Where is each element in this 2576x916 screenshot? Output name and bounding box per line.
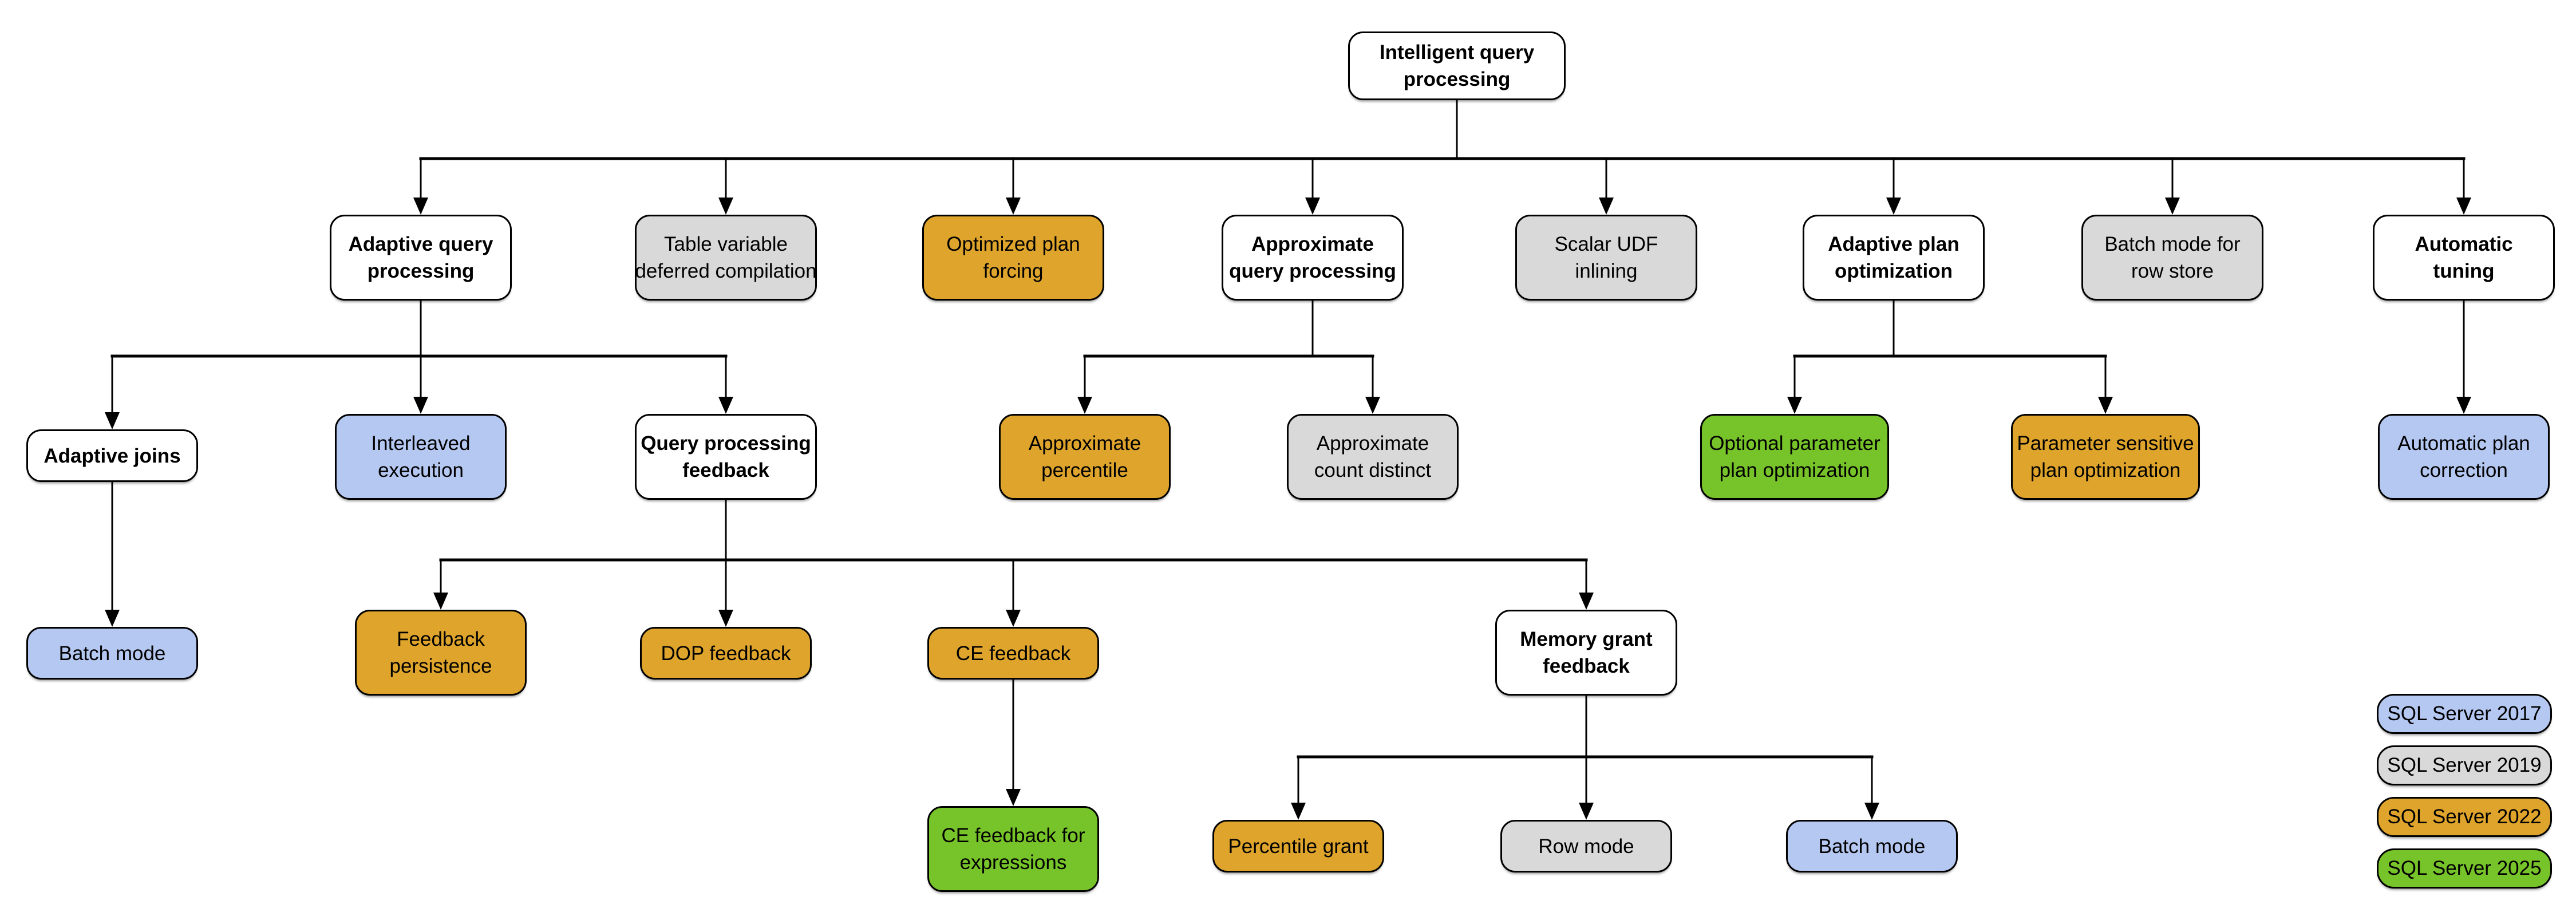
node-label-line: Adaptive query bbox=[348, 233, 493, 255]
node-label-line: Percentile grant bbox=[1228, 835, 1369, 858]
node-label-line: CE feedback bbox=[955, 642, 1071, 665]
node-label-line: Adaptive joins bbox=[44, 444, 181, 467]
node-label-line: Feedback bbox=[397, 628, 485, 650]
node-query-processing-feedback: Query processing feedback bbox=[635, 414, 817, 500]
node-interleaved-execution: Interleaved execution bbox=[335, 414, 507, 500]
node-label-line: plan optimization bbox=[2030, 459, 2181, 481]
node-table-variable-deferred-compilation: Table variable deferred compilation bbox=[635, 215, 817, 301]
node-dop-feedback: DOP feedback bbox=[640, 627, 812, 680]
node-label-line: Parameter sensitive bbox=[2017, 432, 2194, 455]
node-label-line: correction bbox=[2420, 459, 2508, 481]
node-feedback-persistence: Feedback persistence bbox=[355, 610, 527, 696]
node-label-line: Row mode bbox=[1538, 835, 1634, 858]
node-adaptive-plan-optimization: Adaptive plan optimization bbox=[1803, 215, 1985, 301]
node-batch-mode-for-row-store: Batch mode for row store bbox=[2081, 215, 2263, 301]
node-approximate-query-processing: Approximate query processing bbox=[1222, 215, 1404, 301]
node-label-line: execution bbox=[378, 459, 464, 481]
node-label-line: deferred compilation bbox=[635, 260, 817, 282]
legend-item-sql-server-2019: SQL Server 2019 bbox=[2377, 745, 2552, 785]
node-label-line: Intelligent query bbox=[1379, 41, 1535, 64]
node-memory-grant-feedback: Memory grant feedback bbox=[1495, 610, 1677, 696]
node-label-line: query processing bbox=[1229, 260, 1396, 282]
node-label-line: count distinct bbox=[1314, 459, 1432, 481]
node-label-line: feedback bbox=[1543, 655, 1630, 677]
node-label-line: DOP feedback bbox=[661, 642, 791, 665]
node-label-line: inlining bbox=[1575, 260, 1638, 282]
node-percentile-grant: Percentile grant bbox=[1212, 820, 1384, 872]
node-label-line: Interleaved bbox=[371, 432, 471, 455]
node-label-line: CE feedback for bbox=[941, 824, 1085, 847]
node-label-line: expressions bbox=[959, 851, 1067, 874]
node-label-line: optimization bbox=[1834, 260, 1953, 282]
node-automatic-plan-correction: Automatic plan correction bbox=[2378, 414, 2550, 500]
node-label-line: Optimized plan bbox=[946, 233, 1080, 255]
node-label-line: persistence bbox=[389, 655, 492, 677]
legend-item-sql-server-2025: SQL Server 2025 bbox=[2377, 848, 2552, 889]
node-label-line: Memory grant bbox=[1520, 628, 1653, 650]
node-label-line: Batch mode bbox=[1818, 835, 1926, 858]
node-intelligent-query-processing: Intelligent query processing bbox=[1348, 31, 1566, 100]
node-batch-mode-memory-grant: Batch mode bbox=[1786, 820, 1958, 872]
node-row-mode: Row mode bbox=[1500, 820, 1672, 872]
node-adaptive-joins: Adaptive joins bbox=[26, 429, 198, 482]
node-approximate-percentile: Approximate percentile bbox=[999, 414, 1171, 500]
node-label-line: tuning bbox=[2433, 260, 2495, 282]
node-approximate-count-distinct: Approximate count distinct bbox=[1287, 414, 1459, 500]
node-label-line: Scalar UDF bbox=[1554, 233, 1658, 255]
node-label-line: Approximate bbox=[1251, 233, 1374, 255]
node-label-line: Automatic plan bbox=[2397, 432, 2530, 455]
node-label-line: Batch mode bbox=[58, 642, 166, 665]
node-scalar-udf-inlining: Scalar UDF inlining bbox=[1515, 215, 1697, 301]
node-label-line: percentile bbox=[1041, 459, 1128, 481]
legend-item-sql-server-2017: SQL Server 2017 bbox=[2377, 694, 2552, 734]
node-label-line: Approximate bbox=[1028, 432, 1141, 455]
node-label-line: Optional parameter bbox=[1709, 432, 1880, 455]
node-automatic-tuning: Automatic tuning bbox=[2373, 215, 2555, 301]
node-label-line: Table variable bbox=[664, 233, 788, 255]
node-label-line: Adaptive plan bbox=[1828, 233, 1959, 255]
node-ce-feedback: CE feedback bbox=[927, 627, 1099, 680]
node-label-line: forcing bbox=[983, 260, 1044, 282]
node-ce-feedback-for-expressions: CE feedback for expressions bbox=[927, 806, 1099, 892]
node-label-line: feedback bbox=[682, 459, 769, 481]
node-label-line: processing bbox=[367, 260, 475, 282]
node-optional-parameter-plan-optimization: Optional parameter plan optimization bbox=[1700, 414, 1889, 500]
node-optimized-plan-forcing: Optimized plan forcing bbox=[922, 215, 1104, 301]
node-label-line: Batch mode for bbox=[2104, 233, 2241, 255]
node-label-line: Automatic bbox=[2415, 233, 2513, 255]
node-label-line: Query processing bbox=[641, 432, 811, 455]
node-label-line: Approximate bbox=[1316, 432, 1429, 455]
node-batch-mode-adaptive-joins: Batch mode bbox=[26, 627, 198, 680]
node-label-line: processing bbox=[1403, 68, 1511, 90]
node-label-line: plan optimization bbox=[1719, 459, 1870, 481]
node-parameter-sensitive-plan-optimization: Parameter sensitive plan optimization bbox=[2011, 414, 2200, 500]
node-adaptive-query-processing: Adaptive query processing bbox=[330, 215, 512, 301]
legend-item-sql-server-2022: SQL Server 2022 bbox=[2377, 797, 2552, 837]
node-label-line: row store bbox=[2131, 260, 2214, 282]
